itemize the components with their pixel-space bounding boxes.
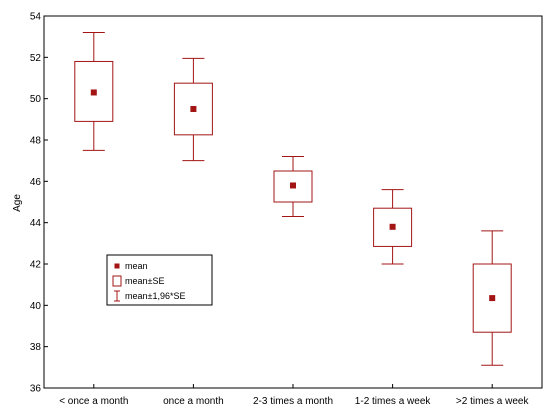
legend: mean mean±SE mean±1,96*SE — [106, 254, 213, 306]
y-tick-label: 38 — [30, 342, 42, 353]
legend-label: mean — [125, 261, 148, 271]
x-axis: < once a month once a month 2-3 times a mo… — [59, 384, 529, 407]
legend-label: mean±1,96*SE — [125, 291, 185, 301]
y-tick-label: 36 — [30, 384, 42, 395]
legend-mean-symbol — [114, 263, 120, 269]
mean-point — [90, 89, 97, 96]
y-tick-label: 46 — [30, 177, 42, 188]
mean-point — [290, 182, 296, 189]
x-tick-label: < once a month — [59, 396, 128, 407]
y-tick-label: 54 — [30, 12, 42, 23]
series-boxes — [74, 32, 512, 366]
y-axis: 36 38 40 42 44 46 48 50 52 54 — [30, 12, 48, 395]
legend-frame — [106, 254, 213, 306]
mean-point — [489, 295, 496, 302]
y-tick-label: 48 — [30, 136, 42, 147]
y-tick-label: 50 — [30, 94, 42, 105]
y-tick-label: 40 — [30, 301, 42, 312]
x-tick-label: 2-3 times a month — [253, 396, 333, 407]
y-tick-label: 52 — [30, 53, 42, 64]
y-tick-label: 42 — [30, 260, 42, 271]
legend-se-symbol — [112, 275, 122, 287]
legend-label: mean±SE — [125, 276, 164, 286]
x-tick-label: once a month — [163, 396, 224, 407]
y-axis-title: Age — [12, 194, 23, 212]
mean-point — [190, 106, 197, 112]
y-tick-label: 44 — [30, 218, 42, 229]
se-box — [173, 82, 213, 136]
x-tick-label: >2 times a week — [456, 396, 530, 407]
mean-point — [389, 223, 396, 230]
x-tick-label: 1-2 times a week — [355, 396, 432, 407]
